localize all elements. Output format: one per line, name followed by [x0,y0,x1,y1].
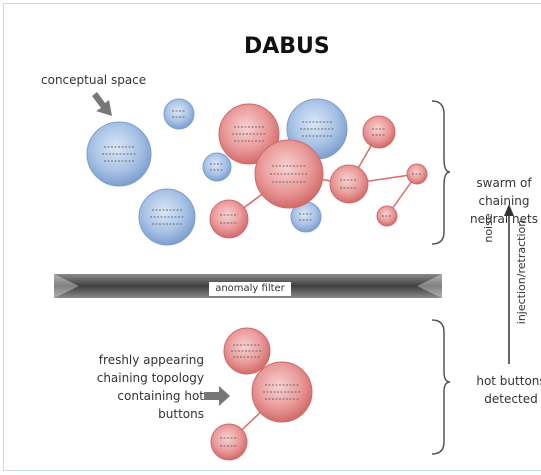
blue-neural-nets [86,98,348,246]
freshly-appearing-label: freshly appearing chaining topology cont… [96,353,204,421]
hot-net-layer-marks [220,344,301,447]
noise-label: noise [482,213,495,243]
red-net [209,199,249,239]
right-curly-brace-icon [431,319,451,455]
arrow-right-icon [204,386,230,406]
right-curly-brace-icon [431,100,451,245]
blue-net [163,98,195,130]
injection-retraction-label: injection/retraction [515,219,528,325]
dabus-diagram [54,92,514,461]
conceptual-space-label: conceptual space [41,73,147,87]
blue-net [138,188,196,246]
red-net [218,103,280,165]
diagram-frame: DABUS conceptual space swarm of chaining… [3,3,541,471]
net-layer-marks [102,110,422,225]
blue-net [202,152,232,182]
swarm-label: swarm of chaining neural nets [470,176,538,226]
arrow-up-icon [504,204,514,364]
diagram-title: DABUS [244,34,330,59]
red-net [362,115,396,149]
hot-buttons-detected-label: hot buttons detected [476,374,541,406]
arrow-down-right-icon [92,92,112,116]
red-net [329,164,369,204]
anomaly-filter-label: anomaly filter [209,282,291,296]
red-net [210,423,248,461]
blue-net [86,121,152,187]
